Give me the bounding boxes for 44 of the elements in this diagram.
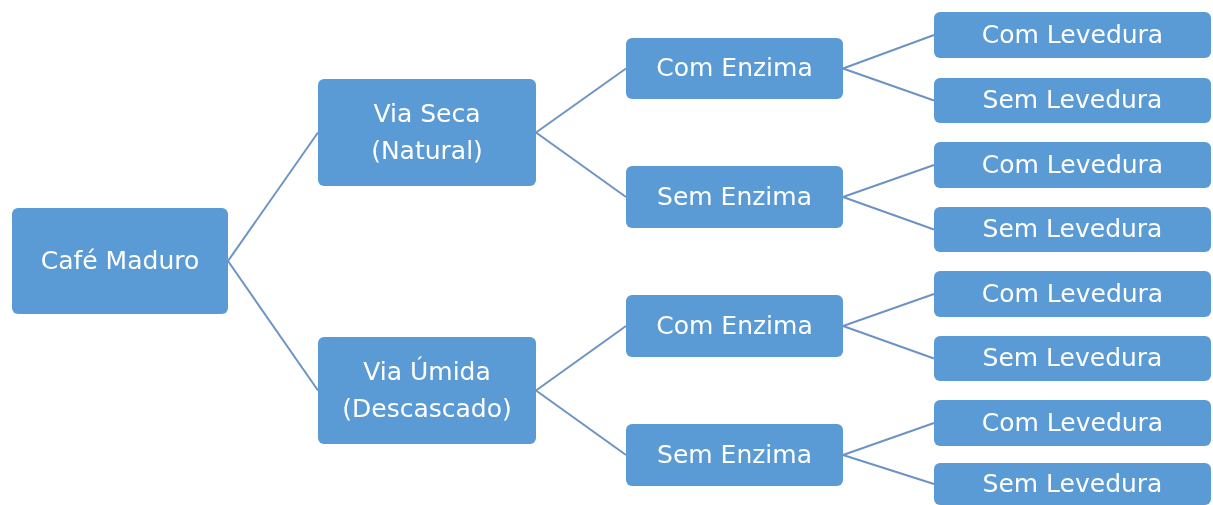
node-label: Com Levedura	[981, 18, 1164, 51]
node-label: Com Levedura	[981, 406, 1164, 439]
process-box	[318, 79, 536, 186]
node-label: Com Levedura	[981, 148, 1164, 181]
connector-line	[842, 164, 935, 198]
connector-line	[227, 260, 319, 392]
process-box	[934, 271, 1211, 317]
process-box	[12, 208, 228, 314]
connector-line	[535, 389, 627, 456]
node-label: Via Seca (Natural)	[370, 98, 484, 167]
node-label: Com Enzima	[656, 52, 813, 85]
connector-line	[842, 196, 935, 231]
process-box	[626, 166, 843, 228]
process-box	[626, 424, 843, 486]
process-box	[934, 142, 1211, 188]
node-label: Café Maduro	[40, 244, 200, 277]
node-label: Com Levedura	[981, 277, 1164, 310]
node-label: Sem Levedura	[982, 213, 1163, 246]
node-label: Sem Levedura	[982, 467, 1163, 500]
connector-line	[535, 325, 627, 392]
connector-line	[842, 67, 935, 102]
node-label: Sem Levedura	[982, 84, 1163, 117]
process-box	[934, 207, 1211, 252]
connector-line	[535, 67, 627, 134]
process-box	[934, 78, 1211, 123]
process-box	[626, 38, 843, 99]
process-box	[934, 463, 1211, 505]
process-box	[318, 337, 536, 444]
process-box	[934, 336, 1211, 381]
process-box	[626, 295, 843, 357]
connector-line	[842, 422, 935, 456]
node-label: Via Úmida (Descascado)	[341, 355, 513, 425]
node-label: Com Enzima	[656, 309, 813, 342]
process-box	[934, 400, 1211, 446]
node-label: Sem Levedura	[982, 342, 1163, 375]
node-label: Sem Enzima	[657, 180, 812, 213]
node-label: Sem Enzima	[657, 438, 812, 471]
connector-line	[535, 131, 627, 198]
process-box	[934, 12, 1211, 58]
connector-line	[227, 131, 319, 262]
connector-line	[842, 293, 935, 327]
connector-line	[842, 454, 935, 485]
connector-line	[842, 325, 935, 360]
connector-line	[842, 34, 935, 70]
